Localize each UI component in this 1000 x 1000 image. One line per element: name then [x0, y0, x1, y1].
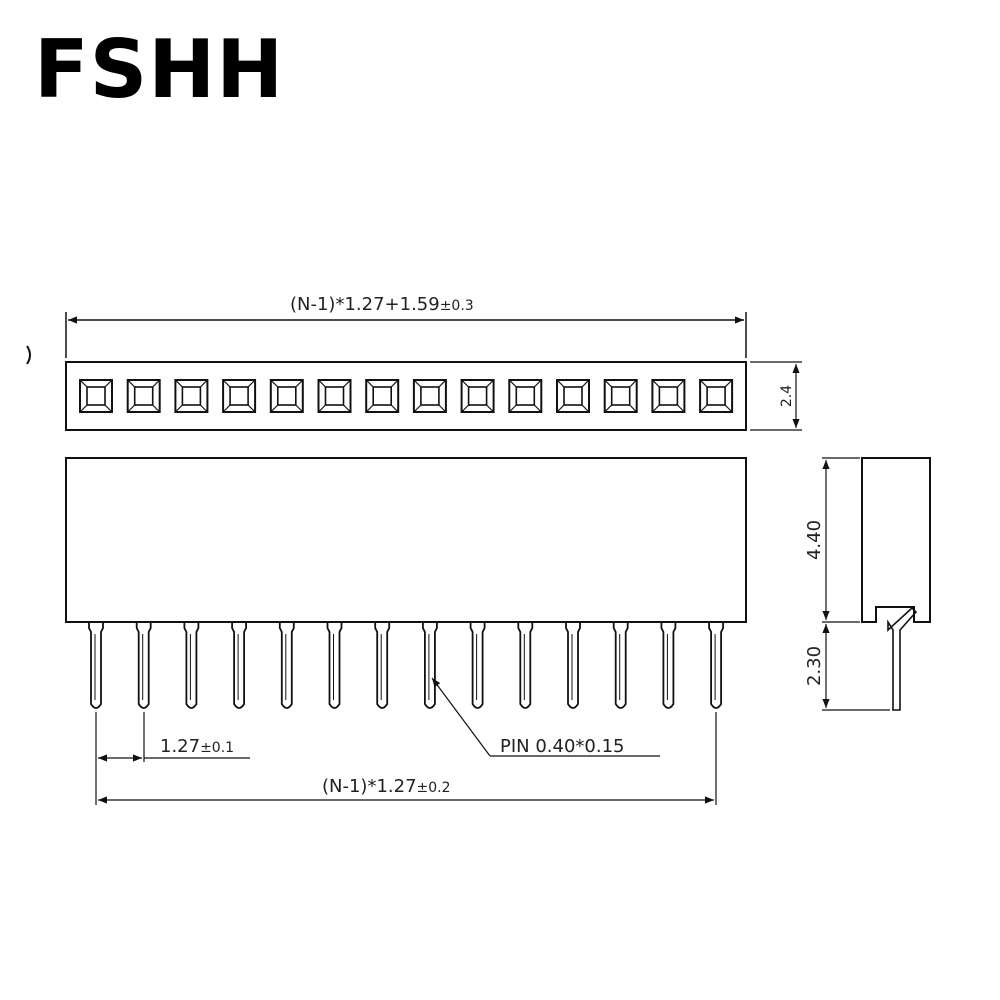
pin	[135, 622, 152, 709]
socket-hole	[222, 379, 257, 413]
pin	[231, 622, 247, 709]
top-depth-label: 2.4	[779, 385, 795, 407]
pin	[278, 622, 295, 709]
socket-hole	[365, 379, 400, 413]
socket-hole	[460, 379, 495, 413]
top-depth-dimension: 2.4	[750, 361, 802, 431]
pin	[565, 622, 581, 709]
pin	[660, 622, 677, 709]
pin-size-callout: PIN 0.40*0.15	[431, 677, 660, 757]
pin	[517, 622, 534, 709]
pin	[708, 622, 724, 709]
pin-span-dimension: (N-1)*1.27±0.2	[98, 712, 717, 805]
pin	[326, 622, 343, 709]
socket-hole	[508, 379, 543, 413]
pitch-dimension: 1.27±0.1	[95, 712, 250, 805]
socket-hole	[699, 379, 734, 413]
socket-hole	[603, 379, 638, 413]
pitch-label: 1.27±0.1	[160, 736, 234, 757]
pin	[612, 622, 629, 709]
pin-span-label: (N-1)*1.27±0.2	[322, 776, 451, 797]
overall-length-dimension: (N-1)*1.27+1.59±0.3	[65, 294, 747, 358]
socket-hole	[79, 379, 113, 413]
socket-hole	[651, 379, 686, 413]
socket-hole	[412, 379, 447, 413]
socket-hole	[126, 379, 161, 413]
pin	[422, 622, 438, 709]
pin	[374, 622, 391, 709]
socket-hole	[174, 379, 209, 413]
pin-length-label: 2.30	[804, 646, 825, 686]
socket-holes	[79, 379, 734, 413]
edge-mark	[26, 345, 31, 365]
pin-size-label: PIN 0.40*0.15	[500, 736, 625, 757]
socket-hole	[317, 379, 352, 413]
socket-hole	[556, 379, 590, 413]
overall-length-label: (N-1)*1.27+1.59±0.3	[290, 294, 474, 315]
pin	[88, 622, 104, 709]
side-view	[861, 457, 931, 711]
body-height-label: 4.40	[804, 520, 825, 560]
top-view-outline	[65, 361, 747, 431]
front-body	[65, 457, 747, 623]
brand-logo: FSHH	[34, 23, 285, 116]
pin	[469, 622, 486, 709]
socket-hole	[269, 379, 304, 413]
pin	[183, 622, 200, 709]
side-height-dimensions: 4.40 2.30	[804, 457, 890, 711]
pins	[88, 622, 724, 709]
